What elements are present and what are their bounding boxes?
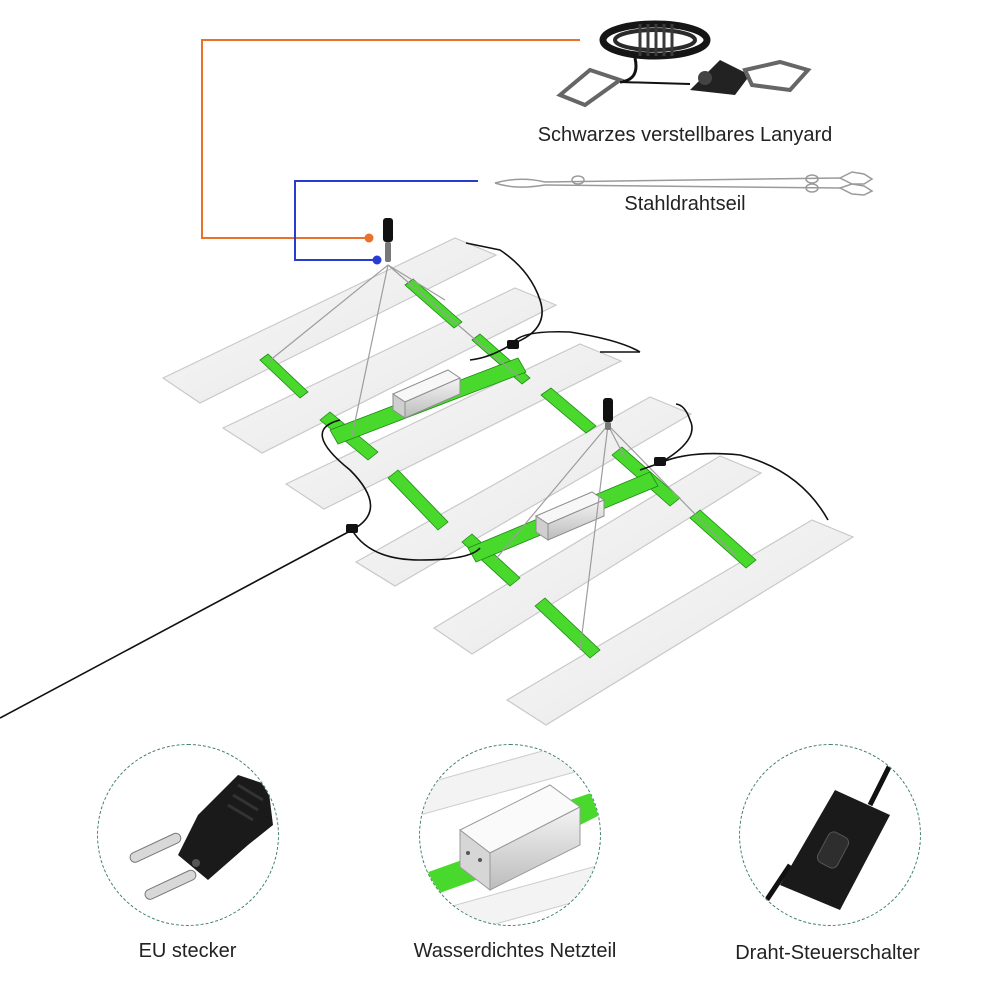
power-cables — [0, 242, 829, 719]
light-panels — [161, 237, 855, 726]
orange-leader-line — [201, 39, 580, 243]
inline-switch-icon — [747, 745, 903, 925]
switch-caption: Draht-Steuerschalter — [735, 942, 920, 964]
power-supply-caption: Wasserdichtes Netzteil — [413, 940, 617, 962]
steel-cable-illustration — [494, 171, 874, 196]
eu-plug-caption: EU stecker — [138, 940, 237, 962]
eu-plug-icon — [129, 775, 273, 900]
power-supply-icon — [420, 745, 600, 925]
hanger-clips — [383, 218, 613, 430]
cable-connectors — [346, 340, 666, 533]
steel-cable-caption: Stahldrahtseil — [624, 193, 746, 215]
switch-detail — [739, 744, 921, 926]
eu-plug-detail — [97, 744, 279, 926]
power-supply-units — [391, 369, 606, 541]
lanyard-illustration — [556, 20, 812, 108]
lanyard-caption: Schwarzes verstellbares Lanyard — [537, 124, 833, 146]
blue-leader-line — [294, 180, 478, 265]
power-supply-detail — [419, 744, 601, 926]
hanging-wires — [267, 264, 736, 651]
